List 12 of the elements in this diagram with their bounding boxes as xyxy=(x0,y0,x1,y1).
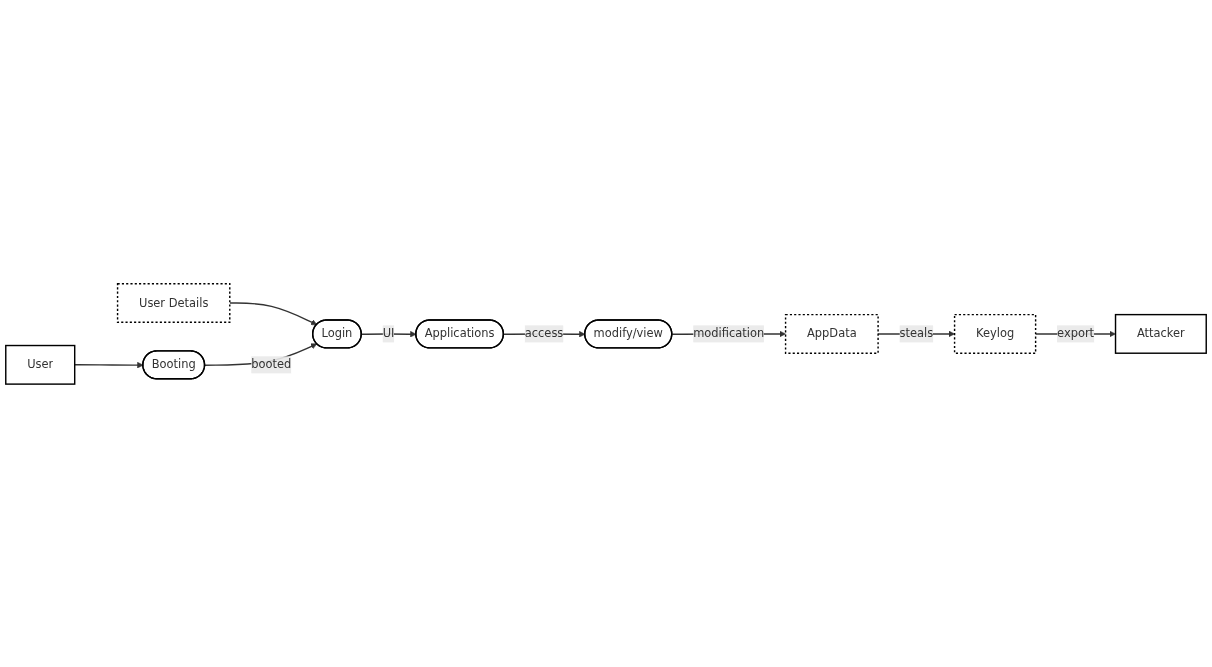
edge-label: steals xyxy=(899,326,934,340)
edge-label: UI xyxy=(382,326,395,340)
arrow xyxy=(229,301,318,325)
node-box: Keylog xyxy=(953,313,1037,354)
edge-label: export xyxy=(1057,326,1095,340)
node-box: Attacker xyxy=(1114,313,1207,354)
edge-label: access xyxy=(524,326,564,340)
node-box: User Details xyxy=(116,282,231,323)
node-box: User xyxy=(5,344,76,385)
edge-label: booted xyxy=(251,357,292,371)
edge-label: modification xyxy=(693,326,765,340)
node-box: AppData xyxy=(784,313,879,354)
